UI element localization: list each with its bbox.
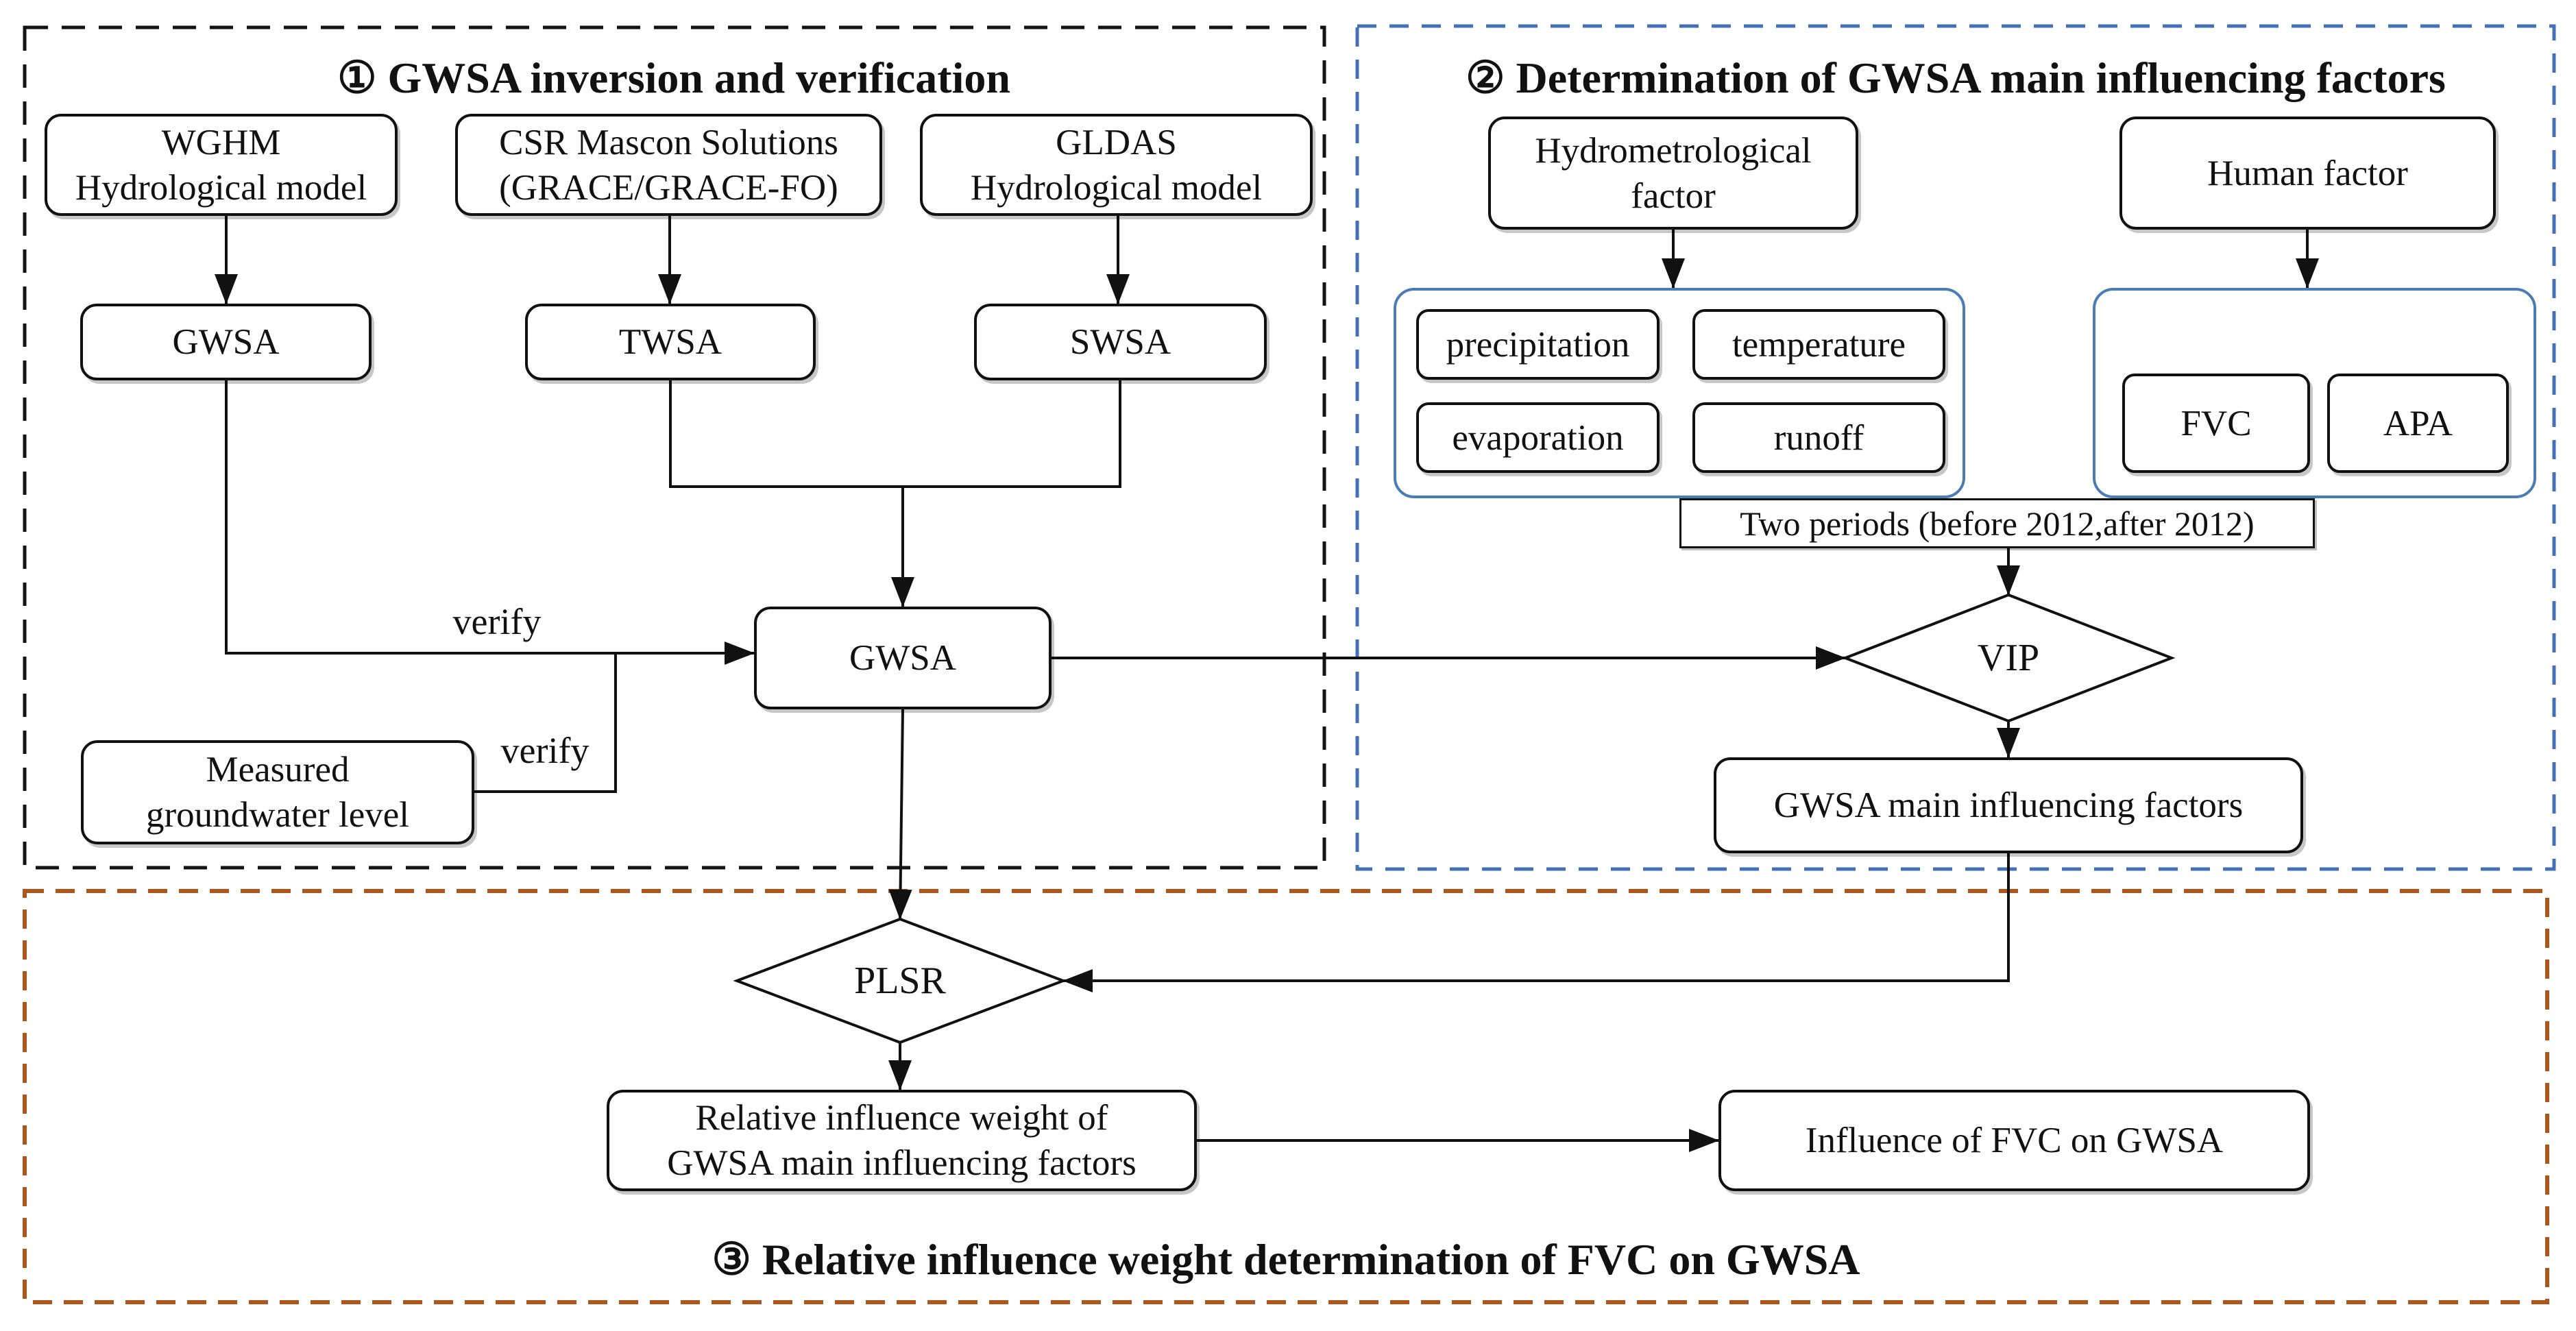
runoff-label: runoff	[1773, 417, 1864, 458]
measured-line1: Measured	[206, 750, 350, 790]
precipitation-box: precipitation	[1416, 309, 1660, 380]
section3-title: ③ Relative influence weight determinatio…	[712, 1235, 1860, 1284]
section2-border	[1355, 24, 2556, 871]
edge-verify-gwsa-central	[225, 380, 755, 665]
edge-factors-plsr	[1062, 853, 2010, 992]
temperature-box: temperature	[1692, 309, 1945, 380]
two-periods-box: Two periods (before 2012,after 2012)	[1679, 498, 2315, 548]
fvc-box: FVC	[2122, 374, 2310, 473]
influence-fvc-label: Influence of FVC on GWSA	[1805, 1121, 2224, 1160]
gwsa-main-factors-box: GWSA main influencing factors	[1714, 757, 2303, 853]
twsa-box: TWSA	[525, 304, 816, 380]
section1-title: ① GWSA inversion and verification	[337, 53, 1010, 102]
section1-border	[23, 25, 1326, 870]
hydro-line2: factor	[1631, 175, 1716, 216]
gldas-line1: GLDAS	[1056, 122, 1177, 162]
swsa-label: SWSA	[1069, 322, 1171, 362]
human-factor-label: Human factor	[2207, 153, 2408, 193]
relative-weight-line1: Relative influence weight of	[695, 1098, 1108, 1138]
gwsa-wghm-box: GWSA	[80, 304, 372, 380]
vip-label: VIP	[1977, 637, 2040, 679]
csr-box: CSR Mascon Solutions (GRACE/GRACE-FO)	[455, 114, 882, 216]
temperature-label: temperature	[1731, 324, 1906, 365]
runoff-box: runoff	[1692, 402, 1945, 473]
gldas-box: GLDAS Hydrological model	[920, 114, 1313, 216]
gwsa-central-box: GWSA	[754, 607, 1052, 709]
gwsa-wghm-label: GWSA	[172, 322, 280, 362]
twsa-label: TWSA	[618, 322, 722, 362]
plsr-diamond	[733, 917, 1067, 1045]
swsa-box: SWSA	[974, 304, 1267, 380]
precipitation-label: precipitation	[1446, 324, 1630, 365]
section3-border	[23, 889, 2549, 1304]
hydro-cluster	[1394, 288, 1965, 498]
influence-fvc-box: Influence of FVC on GWSA	[1718, 1090, 2310, 1191]
measured-line2: groundwater level	[145, 795, 410, 835]
relative-weight-line2: GWSA main influencing factors	[667, 1143, 1137, 1183]
fvc-label: FVC	[2180, 403, 2252, 443]
plain-connectors	[474, 380, 1121, 793]
edge-gwsa-plsr	[888, 709, 912, 920]
hydro-line1: Hydrometrological	[1535, 130, 1812, 171]
relative-weight-box: Relative influence weight of GWSA main i…	[607, 1090, 1197, 1191]
evaporation-label: evaporation	[1452, 417, 1624, 458]
csr-line1: CSR Mascon Solutions	[499, 122, 838, 162]
human-cluster	[2093, 288, 2536, 498]
measured-groundwater-box: Measured groundwater level	[81, 740, 474, 844]
evaporation-box: evaporation	[1416, 402, 1660, 473]
wghm-line2: Hydrological model	[75, 167, 367, 208]
vip-diamond	[1841, 593, 2176, 723]
verify-label-top: verify	[452, 601, 542, 642]
apa-box: APA	[2327, 374, 2509, 473]
human-factor-box: Human factor	[2119, 117, 2496, 230]
gwsa-central-label: GWSA	[849, 638, 957, 678]
wghm-box: WGHM Hydrological model	[45, 114, 398, 216]
apa-label: APA	[2383, 403, 2453, 443]
gwsa-main-factors-label: GWSA main influencing factors	[1773, 785, 2244, 825]
section2-title: ② Determination of GWSA main influencing…	[1466, 53, 2446, 102]
verify-label-bottom: verify	[500, 730, 590, 771]
arrow-connectors	[215, 216, 2319, 1152]
plsr-label: PLSR	[854, 960, 946, 1002]
two-periods-label: Two periods (before 2012,after 2012)	[1740, 504, 2255, 543]
gldas-line2: Hydrological model	[970, 167, 1263, 208]
hydrometrological-factor-box: Hydrometrological factor	[1488, 117, 1858, 230]
wghm-line1: WGHM	[161, 122, 281, 162]
csr-line2: (GRACE/GRACE-FO)	[499, 167, 838, 208]
